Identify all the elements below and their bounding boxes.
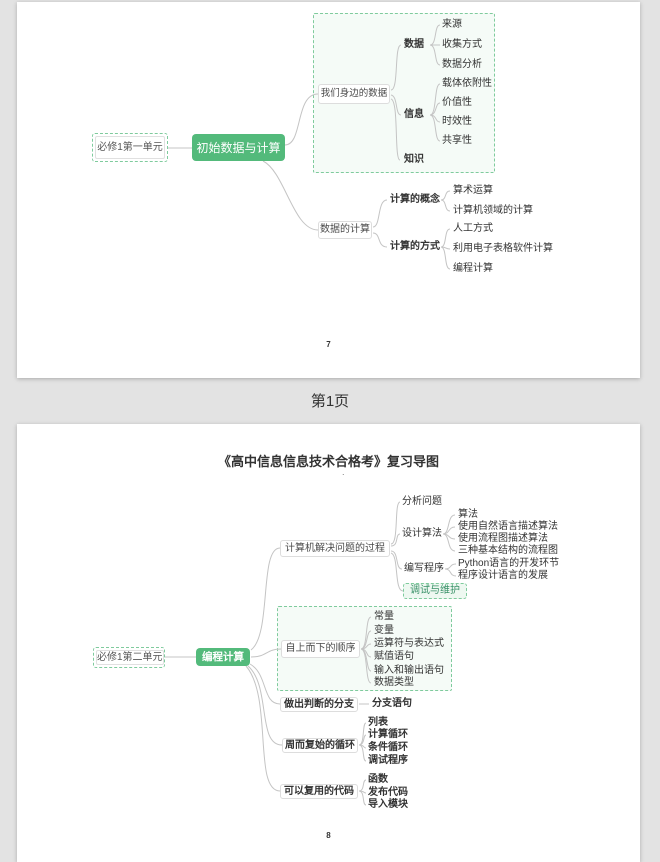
branch-node-around-us: 我们身边的数据 xyxy=(318,84,390,104)
branch-node-data-calc: 数据的计算 xyxy=(318,221,372,239)
group-label-calc-method: 计算的方式 xyxy=(390,241,440,252)
map-leaf: 条件循环 xyxy=(368,742,408,753)
map-leaf: 调试程序 xyxy=(368,755,408,766)
map-leaf: 使用流程图描述算法 xyxy=(458,533,548,544)
map-leaf: 发布代码 xyxy=(368,787,408,798)
title-period-mark: . xyxy=(342,467,345,477)
map-leaf: 导入模块 xyxy=(368,799,408,810)
map-leaf: 列表 xyxy=(368,717,388,728)
map-leaf: 输入和输出语句 xyxy=(374,665,444,676)
branch-label-design: 设计算法 xyxy=(402,528,442,539)
map-leaf: 利用电子表格软件计算 xyxy=(453,243,553,254)
root-node-page2: 编程计算 xyxy=(196,648,250,666)
page2-title: 《高中信息信息技术合格考》复习导图 xyxy=(217,454,439,469)
page2-footer-number: 8 xyxy=(326,831,331,840)
map-leaf: 函数 xyxy=(368,774,388,785)
document-page-1[interactable] xyxy=(17,2,640,378)
map-leaf: 共享性 xyxy=(442,135,472,146)
map-leaf: 运算符与表达式 xyxy=(374,638,444,649)
branch-node-debug: 调试与维护 xyxy=(403,583,467,599)
map-leaf: 程序设计语言的发展 xyxy=(458,570,548,581)
map-leaf: 常量 xyxy=(374,611,394,622)
map-leaf: 算术运算 xyxy=(453,185,493,196)
map-leaf: 价值性 xyxy=(442,97,472,108)
group-label-data: 数据 xyxy=(404,39,424,50)
map-leaf: Python语言的开发环节 xyxy=(458,558,560,569)
group-label-info: 信息 xyxy=(404,109,424,120)
map-leaf: 数据分析 xyxy=(442,59,482,70)
map-leaf: 计算循环 xyxy=(368,729,408,740)
map-leaf: 分支语句 xyxy=(372,698,412,709)
branch-node-process: 计算机解决问题的过程 xyxy=(280,540,390,557)
map-leaf: 时效性 xyxy=(442,116,472,127)
page1-footer-number: 7 xyxy=(326,340,331,349)
map-leaf: 计算机领域的计算 xyxy=(453,205,533,216)
page-separator-label: 第1页 xyxy=(310,393,350,410)
unit2-node: 必修1第二单元 xyxy=(93,647,165,668)
branch-node-reuse: 可以复用的代码 xyxy=(280,784,358,799)
map-leaf: 人工方式 xyxy=(453,223,493,234)
map-leaf: 赋值语句 xyxy=(374,651,414,662)
map-leaf: 编程计算 xyxy=(453,263,493,274)
root-node-page1: 初始数据与计算 xyxy=(192,134,285,161)
branch-node-sequence: 自上而下的顺序 xyxy=(281,640,360,658)
unit2-node-label: 必修1第二单元 xyxy=(96,650,164,665)
map-leaf: 来源 xyxy=(442,19,462,30)
branch-node-branching: 做出判断的分支 xyxy=(280,697,358,712)
branch-node-loop: 周而复始的循环 xyxy=(282,738,358,753)
map-leaf: 载体依附性 xyxy=(442,78,492,89)
branch-label-write: 编写程序 xyxy=(404,563,444,574)
unit1-node: 必修1第一单元 xyxy=(92,133,168,162)
map-leaf: 变量 xyxy=(374,625,394,636)
map-leaf: 使用自然语言描述算法 xyxy=(458,521,558,532)
group-label-knowledge: 知识 xyxy=(404,154,424,165)
map-leaf: 数据类型 xyxy=(374,677,414,688)
map-leaf: 算法 xyxy=(458,509,478,520)
map-leaf: 三种基本结构的流程图 xyxy=(458,545,558,556)
branch-label-analyze: 分析问题 xyxy=(402,496,442,507)
map-leaf: 收集方式 xyxy=(442,39,482,50)
unit1-node-label: 必修1第一单元 xyxy=(95,136,165,159)
group-label-calc-concept: 计算的概念 xyxy=(390,194,440,205)
